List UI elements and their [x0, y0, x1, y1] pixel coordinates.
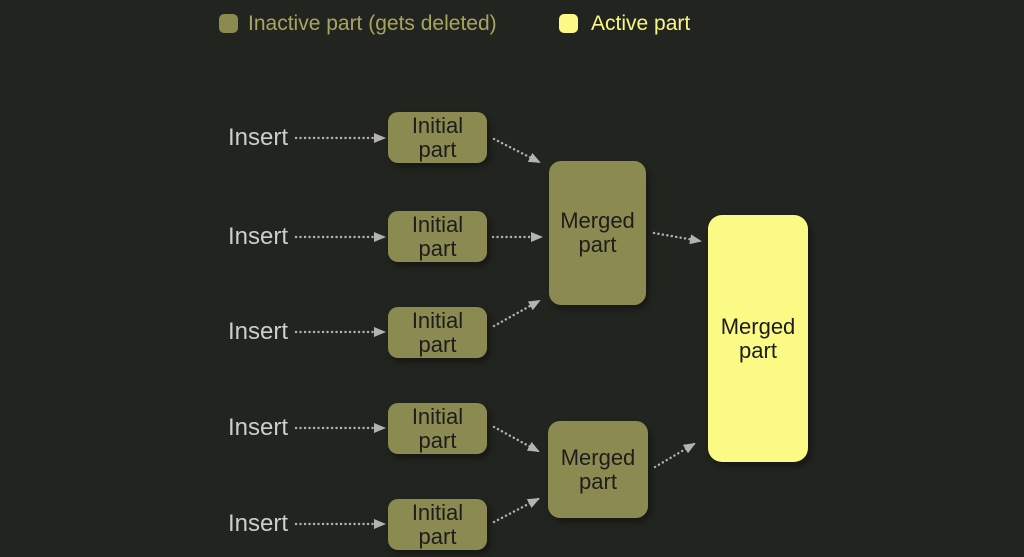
legend-label-inactive: Inactive part (gets deleted) [248, 12, 497, 35]
node-initial-part-2: Initial part [388, 211, 487, 262]
insert-label-3: Insert [227, 318, 288, 345]
node-initial-part-1: Initial part [388, 112, 487, 163]
node-label: Merged part [720, 313, 796, 363]
node-label: Merged part [560, 208, 635, 257]
insert-label-2: Insert [227, 223, 288, 250]
insert-label-4: Insert [227, 414, 288, 441]
node-label: Initial part [411, 211, 464, 261]
arrow-initial-1-to-merged-1 [492, 137, 541, 164]
arrow-initial-5-to-merged-2 [492, 497, 540, 524]
node-label: Initial part [411, 499, 464, 549]
node-label: Initial part [411, 307, 464, 357]
legend-swatch-active [559, 14, 578, 33]
node-label: Initial part [411, 112, 464, 162]
node-merged-part-1: Merged part [549, 161, 646, 305]
arrow-initial-4-to-merged-2 [492, 425, 540, 453]
node-label: Merged part [560, 444, 636, 494]
arrow-merged-1-to-final [652, 231, 702, 245]
legend-swatch-inactive [219, 14, 238, 33]
arrow-initial-3-to-merged-1 [492, 299, 541, 328]
insert-label-1: Insert [227, 124, 288, 151]
node-merged-part-final: Merged part [708, 215, 808, 462]
node-initial-part-5: Initial part [388, 499, 487, 550]
insert-label-5: Insert [227, 510, 288, 537]
arrow-merged-2-to-final [653, 442, 696, 469]
node-label: Initial part [411, 403, 464, 453]
node-initial-part-3: Initial part [388, 307, 487, 358]
legend-label-active: Active part [591, 12, 691, 35]
node-merged-part-2: Merged part [548, 421, 648, 518]
node-initial-part-4: Initial part [388, 403, 487, 454]
